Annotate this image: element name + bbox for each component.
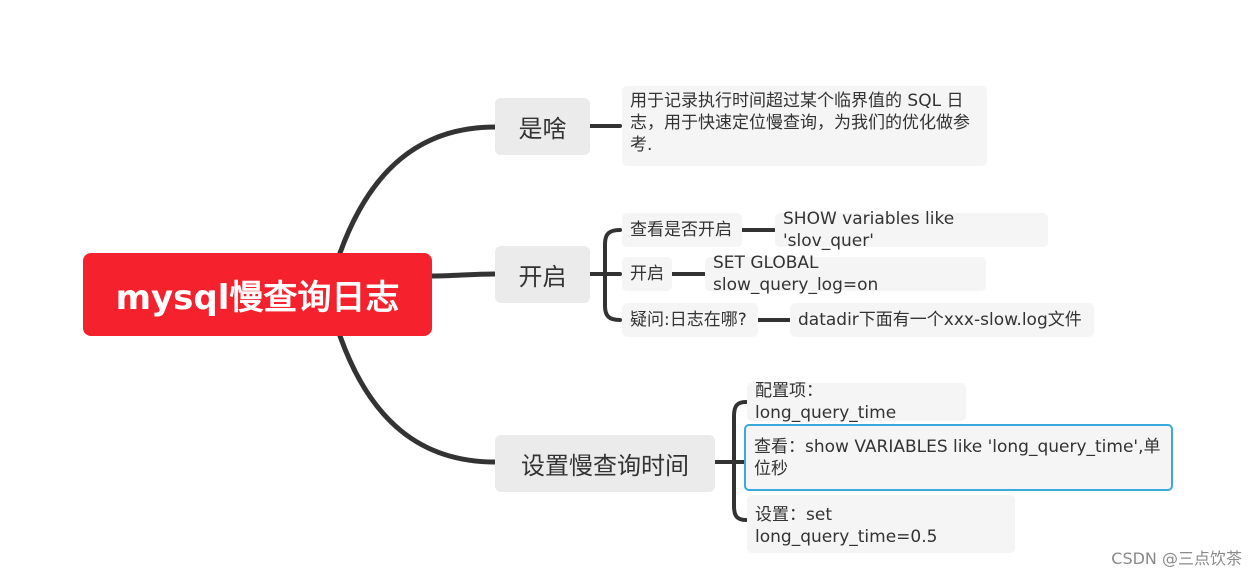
leaf-label: 查看是否开启 [630, 220, 732, 240]
leaf-label: SHOW variables like 'slov_quer' [783, 209, 955, 251]
root-label: mysql慢查询日志 [115, 278, 400, 318]
branch-label: 是啥 [518, 115, 567, 143]
leaf-label: 开启 [630, 264, 664, 284]
connector-root-enable [429, 271, 498, 279]
connector-root-settime [337, 333, 498, 465]
branch-label: 设置慢查询时间 [521, 452, 689, 480]
branch-label: 开启 [518, 263, 567, 291]
leaf-label: datadir下面有一个xxx-slow.log文件 [798, 310, 1082, 330]
leaf-set-query-time[interactable]: 设置：set long_query_time=0.5 [747, 495, 1015, 553]
leaf-label: 查看：show VARIABLES like 'long_query_time'… [754, 436, 1161, 479]
leaf-label: 设置：set long_query_time=0.5 [755, 505, 938, 547]
leaf-label: 用于记录执行时间超过某个临界值的 SQL 日志，用于快速定位慢查询，为我们的优化… [630, 91, 970, 155]
watermark: CSDN @三点饮茶 [1111, 549, 1242, 568]
leaf-datadir[interactable]: datadir下面有一个xxx-slow.log文件 [790, 303, 1094, 337]
leaf-config-item[interactable]: 配置项：long_query_time [747, 381, 966, 423]
branch-set-time[interactable]: 设置慢查询时间 [495, 435, 715, 492]
leaf-check-enabled[interactable]: 查看是否开启 [622, 213, 742, 247]
leaf-label: 疑问:日志在哪? [630, 310, 747, 330]
leaf-doubt-location[interactable]: 疑问:日志在哪? [622, 303, 758, 337]
connector-root-what [337, 124, 498, 256]
leaf-label: SET GLOBAL slow_query_log=on [713, 253, 879, 295]
leaf-label: 配置项：long_query_time [755, 381, 897, 423]
leaf-set-global[interactable]: SET GLOBAL slow_query_log=on [705, 253, 986, 295]
leaf-open[interactable]: 开启 [622, 257, 672, 291]
leaf-what-description[interactable]: 用于记录执行时间超过某个临界值的 SQL 日志，用于快速定位慢查询，为我们的优化… [622, 86, 987, 166]
branch-what[interactable]: 是啥 [495, 98, 590, 155]
root-node[interactable]: mysql慢查询日志 [83, 253, 432, 336]
leaf-check-query-time[interactable]: 查看：show VARIABLES like 'long_query_time'… [744, 424, 1173, 491]
leaf-show-variables[interactable]: SHOW variables like 'slov_quer' [775, 209, 1048, 251]
branch-enable[interactable]: 开启 [495, 246, 590, 303]
